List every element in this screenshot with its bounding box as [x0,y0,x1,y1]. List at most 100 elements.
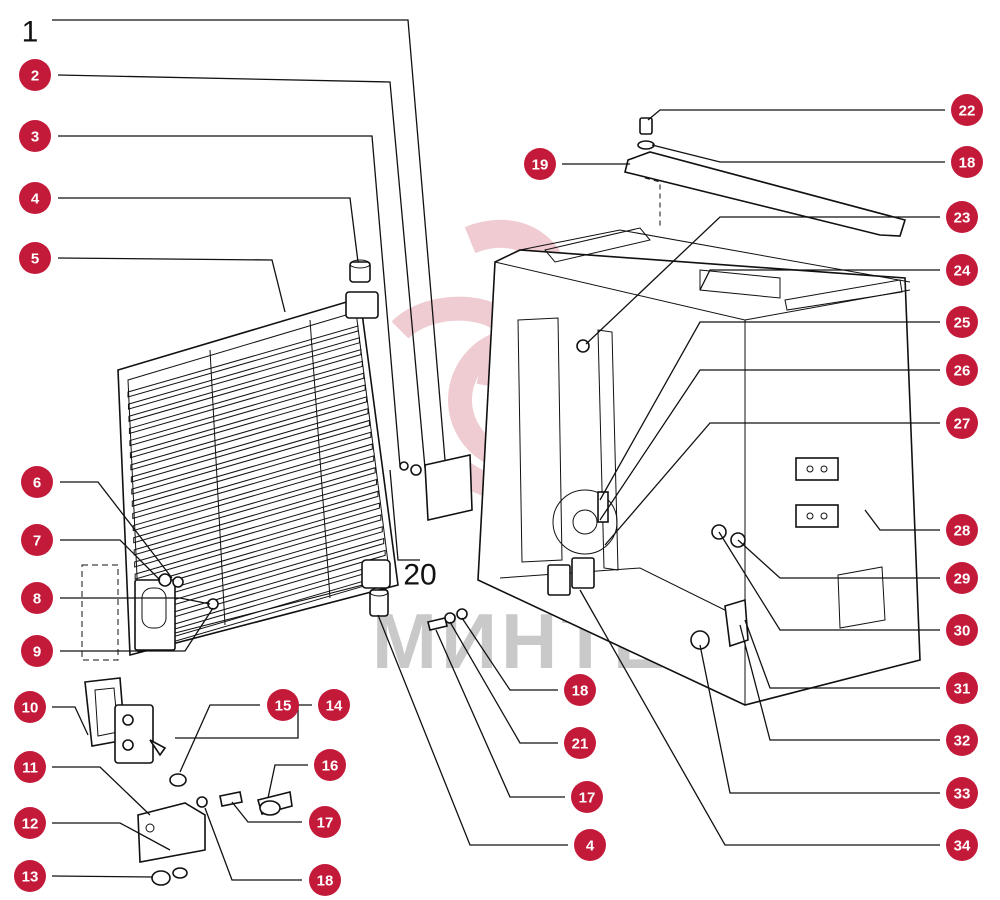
louver-slat [129,372,365,447]
leader-line-c28 [864,509,940,531]
callout-number: 18 [572,683,589,700]
leader-line-c21 [449,621,558,744]
callout-c26: 26 [946,354,978,386]
callout-number: 26 [954,363,971,380]
callout-c16: 16 [314,749,346,781]
callout-c29: 29 [946,562,978,594]
callout-marker [14,860,46,892]
callout-c17a: 17 [309,806,341,838]
leader-line-c7 [60,539,161,581]
louver-slat [128,360,363,435]
callout-marker [21,635,53,667]
callout-number: 8 [33,591,41,608]
leader-line-c31 [744,619,940,689]
callout-c21: 21 [564,727,596,759]
callout-number: 21 [572,736,589,753]
callout-number: 18 [317,873,334,890]
louver-slat [130,408,369,483]
callout-c25: 25 [946,306,978,338]
callout-c13: 13 [14,860,46,892]
callout-c24: 24 [946,254,978,286]
leader-line-c15 [179,704,260,773]
callout-number: 16 [322,758,339,775]
callout-c23: 23 [946,201,978,233]
callout-marker [564,674,596,706]
leader-line-c12 [52,822,171,851]
louver-slat [129,384,366,459]
callout-number: 29 [954,571,971,588]
callout-number: 27 [954,416,971,433]
callout-number: 10 [22,700,39,717]
callout-number: 4 [586,838,595,855]
leader-line-c33 [699,644,940,794]
callout-c9: 9 [21,635,53,667]
leader-line-c1 [52,19,446,461]
louver-slat [132,443,373,520]
leader-line-c18c [651,144,945,163]
callout-marker [946,354,978,386]
callout-c4b: 4 [574,829,606,861]
callout-c11: 11 [14,751,46,783]
callout-number: 9 [33,644,41,661]
callout-number: 13 [22,869,39,886]
leader-line-c27 [604,422,940,546]
louver-slat [130,396,368,471]
callout-number: 2 [31,68,39,85]
callout-marker [309,864,341,896]
leader-line-c18a [204,807,302,881]
callout-c18c: 18 [951,146,983,178]
callout-number: 31 [954,681,971,698]
callout-c19: 19 [524,148,556,180]
bottom-bolt-set [427,608,468,631]
callout-marker [524,148,556,180]
callout-number: 12 [22,816,39,833]
leader-line-c24 [699,269,940,291]
louver-slat [134,502,380,580]
louver-slat [128,348,362,422]
callout-marker [946,777,978,809]
callout-marker [946,201,978,233]
callout-number: 6 [33,475,41,492]
callout-number: 24 [954,263,971,280]
callout-c7: 7 [21,524,53,556]
callout-number: 7 [33,533,41,550]
callout-c4a: 4 [19,182,51,214]
callout-number: 17 [317,815,334,832]
callout-number: 15 [275,698,292,715]
screw-22 [637,117,655,150]
louver-slat [127,325,359,398]
leader-line-c18b [461,617,558,691]
leader-line-c22 [647,109,945,121]
callout-marker [946,254,978,286]
callout-c5: 5 [19,242,51,274]
leader-line-c20 [389,469,420,561]
small-hardware [169,773,293,816]
callout-marker [318,689,350,721]
callout-marker [19,182,51,214]
callout-marker [14,807,46,839]
bracket [137,802,206,863]
callout-number: 33 [954,786,971,803]
leader-line-c10 [52,706,89,736]
leader-line-c4a [58,197,359,263]
louver-slat [127,337,360,410]
leader-line-c5 [57,257,286,313]
cover-plate [399,454,473,521]
leader-line-c14 [175,704,312,739]
leader-line-c11 [52,766,151,816]
leader-line-c2 [57,74,426,469]
callout-number: 32 [954,733,971,750]
lock-body [114,704,167,764]
callout-c22: 22 [951,94,983,126]
callout-marker [946,724,978,756]
callout-marker [19,242,51,274]
callout-marker [19,59,51,91]
callout-number: 30 [954,623,971,640]
leader-line-c25 [599,321,940,501]
callout-c10: 10 [14,691,46,723]
callout-c18a: 18 [309,864,341,896]
top-bar [624,151,907,237]
callout-marker [14,751,46,783]
louver-slat [134,490,379,568]
leader-line-c32 [739,624,940,741]
